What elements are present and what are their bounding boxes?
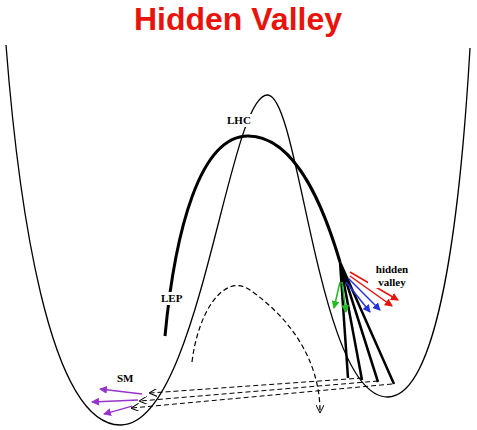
collider-label: LEP <box>160 292 183 305</box>
region-label: SM <box>116 372 135 385</box>
region-label: hidden valley <box>368 263 416 288</box>
diagram-title: Hidden Valley <box>134 3 342 35</box>
collider-label: LHC <box>226 114 252 127</box>
